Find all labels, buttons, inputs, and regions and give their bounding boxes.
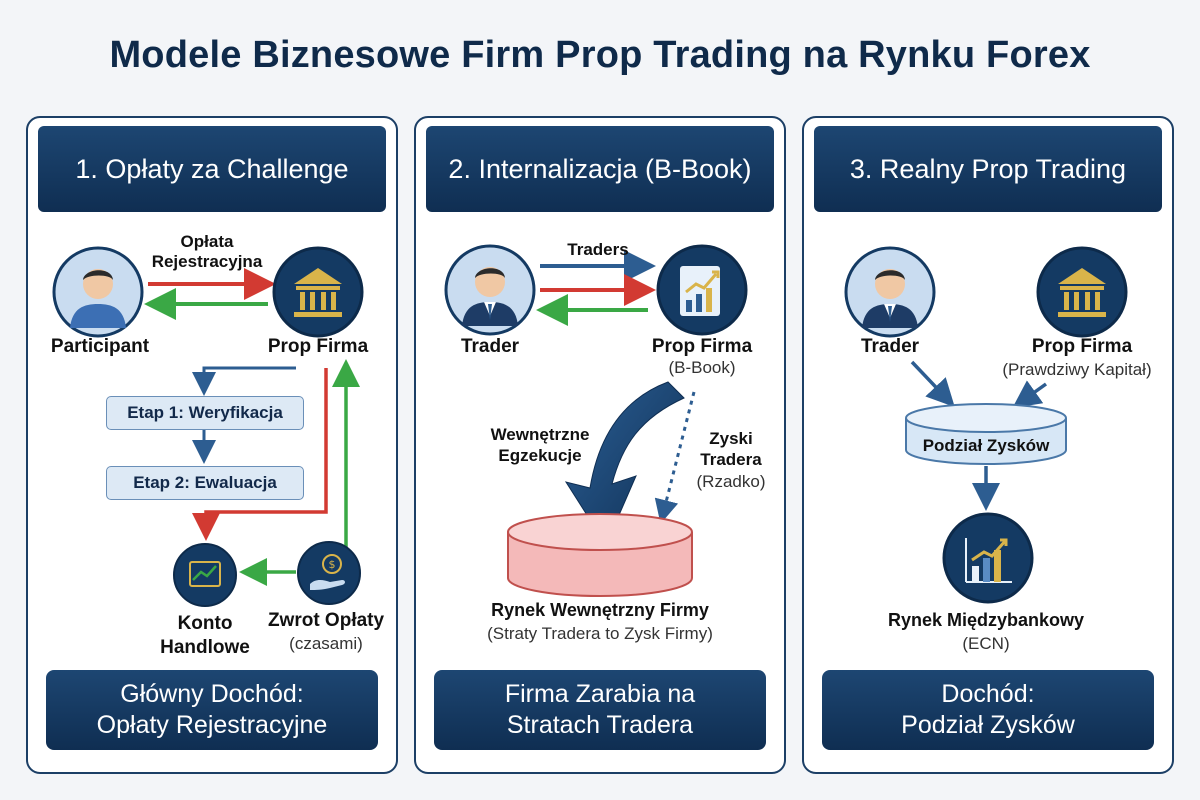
money-hand-icon: $	[296, 540, 362, 606]
internal-execution-label: Wewnętrzne Egzekucje	[490, 425, 590, 466]
income-split-box: Dochód: Podział Zysków	[822, 670, 1154, 750]
businessman-icon	[444, 244, 536, 336]
page-title: Modele Biznesowe Firm Prop Trading na Ry…	[109, 34, 1091, 76]
chart-icon	[172, 542, 238, 608]
bank-icon	[272, 246, 364, 338]
bar-chart-icon	[942, 512, 1034, 604]
trader-profit-label: Zyski Tradera	[700, 429, 762, 470]
bank-icon	[1036, 246, 1128, 338]
step-verification: Etap 1: Weryfikacja	[106, 396, 304, 430]
traders-label: Traders	[567, 240, 629, 259]
panel-header: 1. Opłaty za Challenge	[38, 126, 386, 212]
prop-firm-sub: (Prawdziwy Kapitał)	[1002, 360, 1152, 379]
panel-real-prop-trading: 3. Realny Prop Trading	[802, 116, 1174, 774]
profit-split-label: Podział Zysków	[922, 436, 1050, 455]
interbank-market-sub: (ECN)	[962, 634, 1010, 653]
registration-fee-label: Opłata Rejestracyjna	[151, 232, 263, 272]
internal-market-sub: (Straty Tradera to Zysk Firmy)	[487, 624, 713, 643]
svg-text:$: $	[329, 558, 336, 571]
panel-challenge-fees: 1. Opłaty za Challenge	[26, 116, 398, 774]
report-chart-icon	[656, 244, 748, 336]
panel-header: 2. Internalizacja (B-Book)	[426, 126, 774, 212]
prop-firm-sub: (B-Book)	[668, 358, 736, 377]
prop-firm-label: Prop Firma	[651, 336, 753, 357]
interbank-market-label: Rynek Międzybankowy	[887, 610, 1085, 630]
trader-label: Trader	[460, 336, 520, 357]
participant-label: Participant	[50, 336, 150, 357]
businessman-icon	[844, 246, 936, 338]
trader-profit-sub: (Rzadko)	[696, 472, 766, 491]
firm-earns-box: Firma Zarabia na Stratach Tradera	[434, 670, 766, 750]
person-icon	[52, 246, 144, 338]
trader-label: Trader	[860, 336, 920, 357]
panel-header: 3. Realny Prop Trading	[814, 126, 1162, 212]
fee-refund-sub: (czasami)	[289, 634, 363, 653]
trading-account-label: Konto Handlowe	[160, 613, 250, 658]
internal-market-label: Rynek Wewnętrzny Firmy	[491, 600, 709, 620]
step-evaluation: Etap 2: Ewaluacja	[106, 466, 304, 500]
main-income-box: Główny Dochód: Opłaty Rejestracyjne	[46, 670, 378, 750]
fee-refund-label: Zwrot Opłaty	[267, 610, 385, 631]
prop-firm-label: Prop Firma	[1031, 336, 1133, 357]
prop-firm-label: Prop Firma	[267, 336, 369, 357]
